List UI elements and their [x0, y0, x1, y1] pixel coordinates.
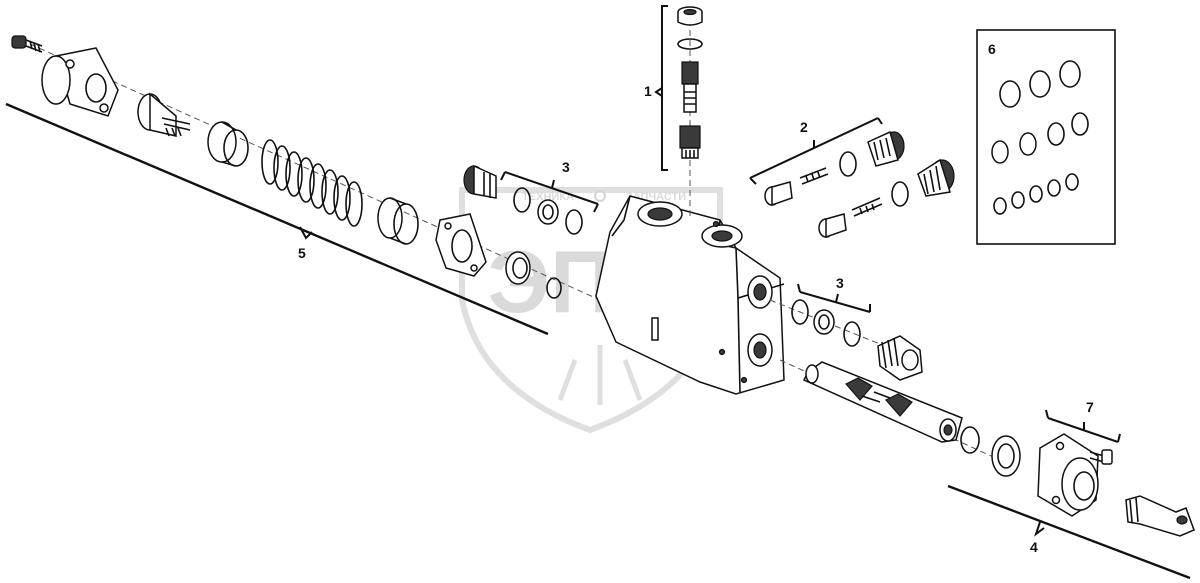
seal-ring — [1047, 179, 1061, 197]
adjuster-top — [681, 61, 699, 113]
group-4-end-assembly: 4 7 — [947, 399, 1195, 580]
plug-upper-left — [463, 164, 497, 199]
seal-ring — [993, 197, 1007, 215]
bolt-right — [1089, 449, 1113, 465]
watermark-wheat-icon — [557, 345, 643, 405]
o-ring-upper-1 — [513, 187, 531, 213]
seal-ring — [1011, 191, 1025, 209]
relief-cartridge — [679, 125, 701, 159]
seal-ring — [1029, 70, 1051, 98]
poppet-group2-a — [764, 181, 793, 207]
plug-group2-a — [867, 130, 905, 167]
backup-ring-upper — [537, 199, 559, 225]
group-5-spool-assembly: 5 — [5, 35, 601, 336]
group-3-right: 3 — [769, 275, 923, 381]
callout-3-upper: 3 — [562, 159, 570, 175]
group-4-bracket-line — [947, 484, 1191, 580]
group-5-bracket-line — [5, 102, 549, 336]
seal-ring-left — [505, 251, 531, 285]
callout-2: 2 — [800, 119, 808, 135]
end-cap-left — [41, 47, 119, 117]
watermark-left-word: ТЕХНИКА — [522, 191, 574, 203]
bushing-1 — [207, 121, 249, 167]
callout-6: 6 — [988, 41, 996, 57]
spring-seat — [137, 92, 191, 137]
group-1-bracket — [661, 5, 668, 171]
end-cap-right — [1037, 433, 1099, 517]
o-ring-top — [677, 38, 703, 50]
bushing-2 — [377, 197, 419, 245]
cap-nut-top — [677, 6, 703, 26]
bolt-left — [11, 35, 43, 53]
group-5-axis-line — [29, 43, 601, 301]
watermark-gear-icon — [594, 190, 606, 202]
callout-4: 4 — [1030, 539, 1038, 555]
callout-1: 1 — [644, 83, 652, 99]
backup-ring-right — [813, 309, 835, 335]
seal-ring — [999, 80, 1021, 108]
o-ring-group2-b — [891, 181, 909, 207]
callout-7: 7 — [1086, 399, 1094, 415]
gasket-plate — [435, 213, 487, 277]
poppet-group2-b — [818, 213, 847, 239]
spring — [261, 139, 363, 227]
o-ring-group2-a — [839, 151, 857, 177]
group-1-relief-valve: 1 — [644, 5, 703, 220]
seal-ring — [1065, 173, 1079, 191]
seal-ring — [1029, 185, 1043, 203]
group-5-bracket-tick — [299, 226, 313, 240]
main-spool — [779, 359, 1001, 461]
plug-group2-b — [917, 158, 955, 197]
o-ring-right-1 — [791, 299, 809, 325]
group-3-right-bracket — [799, 291, 871, 313]
seal-ring — [1047, 122, 1065, 146]
seal-ring — [991, 140, 1009, 164]
o-ring-end — [960, 426, 980, 454]
group-3-upper: 3 — [463, 159, 599, 235]
seal-ring — [1059, 60, 1081, 88]
group-6-seal-kit: 6 — [976, 29, 1116, 245]
spring-group2-b — [851, 197, 883, 217]
group-2-check-valves: 2 — [749, 117, 955, 239]
o-ring-right-2 — [843, 321, 861, 347]
o-ring-left — [546, 277, 562, 299]
callout-5: 5 — [298, 245, 306, 261]
seal-ring-end — [991, 435, 1021, 477]
seal-kit-box — [976, 29, 1116, 245]
valve-body — [595, 195, 785, 395]
callout-3-right: 3 — [836, 275, 844, 291]
group-3-upper-bracket — [504, 171, 599, 205]
o-ring-upper-2 — [565, 209, 583, 235]
spring-group2-a — [799, 167, 829, 185]
seal-ring — [1071, 112, 1089, 136]
clevis-end — [1125, 495, 1195, 537]
plug-right — [877, 335, 923, 381]
seal-ring — [1019, 132, 1037, 156]
